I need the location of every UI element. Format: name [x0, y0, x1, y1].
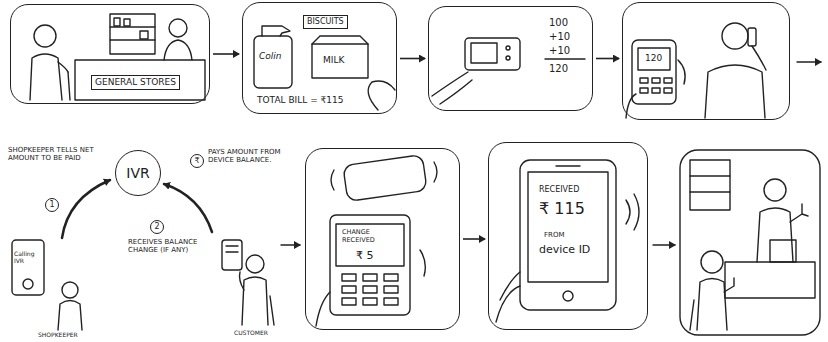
node-text: 120	[645, 53, 662, 64]
received-phone	[496, 160, 639, 322]
story-panel: RECEIVED ₹ 115FROM device ID	[488, 142, 648, 330]
callout-number: 2	[150, 220, 164, 234]
shop-scene	[30, 14, 205, 100]
note-label: RECEIVES BALANCE CHANGE (IF ANY)	[128, 238, 200, 255]
flow-arrow	[281, 244, 300, 245]
flow-arrow	[797, 61, 821, 62]
node-text: BISCUITS	[303, 15, 348, 29]
ivr-circle: IVR	[115, 150, 161, 196]
node-text: Colin	[259, 51, 282, 62]
story-panel: Colin BISCUITS MILK TOTAL BILL = ₹115	[242, 2, 397, 114]
node-text: +10	[549, 45, 570, 57]
note-label: Calling IVR	[14, 250, 42, 264]
node-text: CHANGE RECEIVED	[342, 229, 400, 245]
node-text: TOTAL BILL = ₹115	[257, 95, 343, 106]
callout-number: 1	[45, 198, 59, 212]
node-text: 100	[549, 17, 568, 29]
node-text: MILK	[323, 55, 344, 66]
story-panel: 100 +10 +10 120	[428, 6, 593, 111]
note-label: PAYS AMOUNT FROM DEVICE BALANCE.	[208, 148, 282, 165]
flow-arrow	[463, 238, 485, 240]
node-text: 120	[549, 63, 568, 75]
ivr-cycle	[12, 180, 274, 330]
change-device	[316, 155, 437, 326]
calculator-hand	[432, 38, 585, 104]
node-text: device ID	[539, 243, 590, 256]
note-label: SHOPKEEPER TELLS NET AMOUNT TO BE PAID	[8, 146, 100, 163]
flow-arrow	[653, 244, 675, 245]
flow-arrow	[400, 58, 425, 60]
story-panel: CHANGE RECEIVED ₹ 5	[305, 148, 460, 330]
happy-ending-scene	[680, 150, 820, 335]
node-text: FROM	[544, 231, 564, 239]
shopping-items	[254, 26, 395, 110]
node-text: GENERAL STORES	[91, 75, 180, 90]
phone-call-scene	[626, 23, 766, 118]
story-panel: 120	[622, 2, 790, 120]
node-text: ₹ 115	[539, 199, 585, 218]
node-text: ₹ 5	[356, 249, 374, 262]
node-text: +10	[549, 31, 570, 43]
story-panel: GENERAL STORES	[10, 4, 210, 104]
flow-arrow	[213, 53, 239, 55]
note-label: CUSTOMER	[234, 329, 268, 336]
node-text: RECEIVED	[539, 185, 579, 195]
callout-number: ₹	[190, 154, 204, 168]
note-label: SHOPKEEPER	[38, 331, 78, 338]
node-text: IVR	[126, 165, 149, 182]
flow-arrow	[596, 58, 619, 60]
